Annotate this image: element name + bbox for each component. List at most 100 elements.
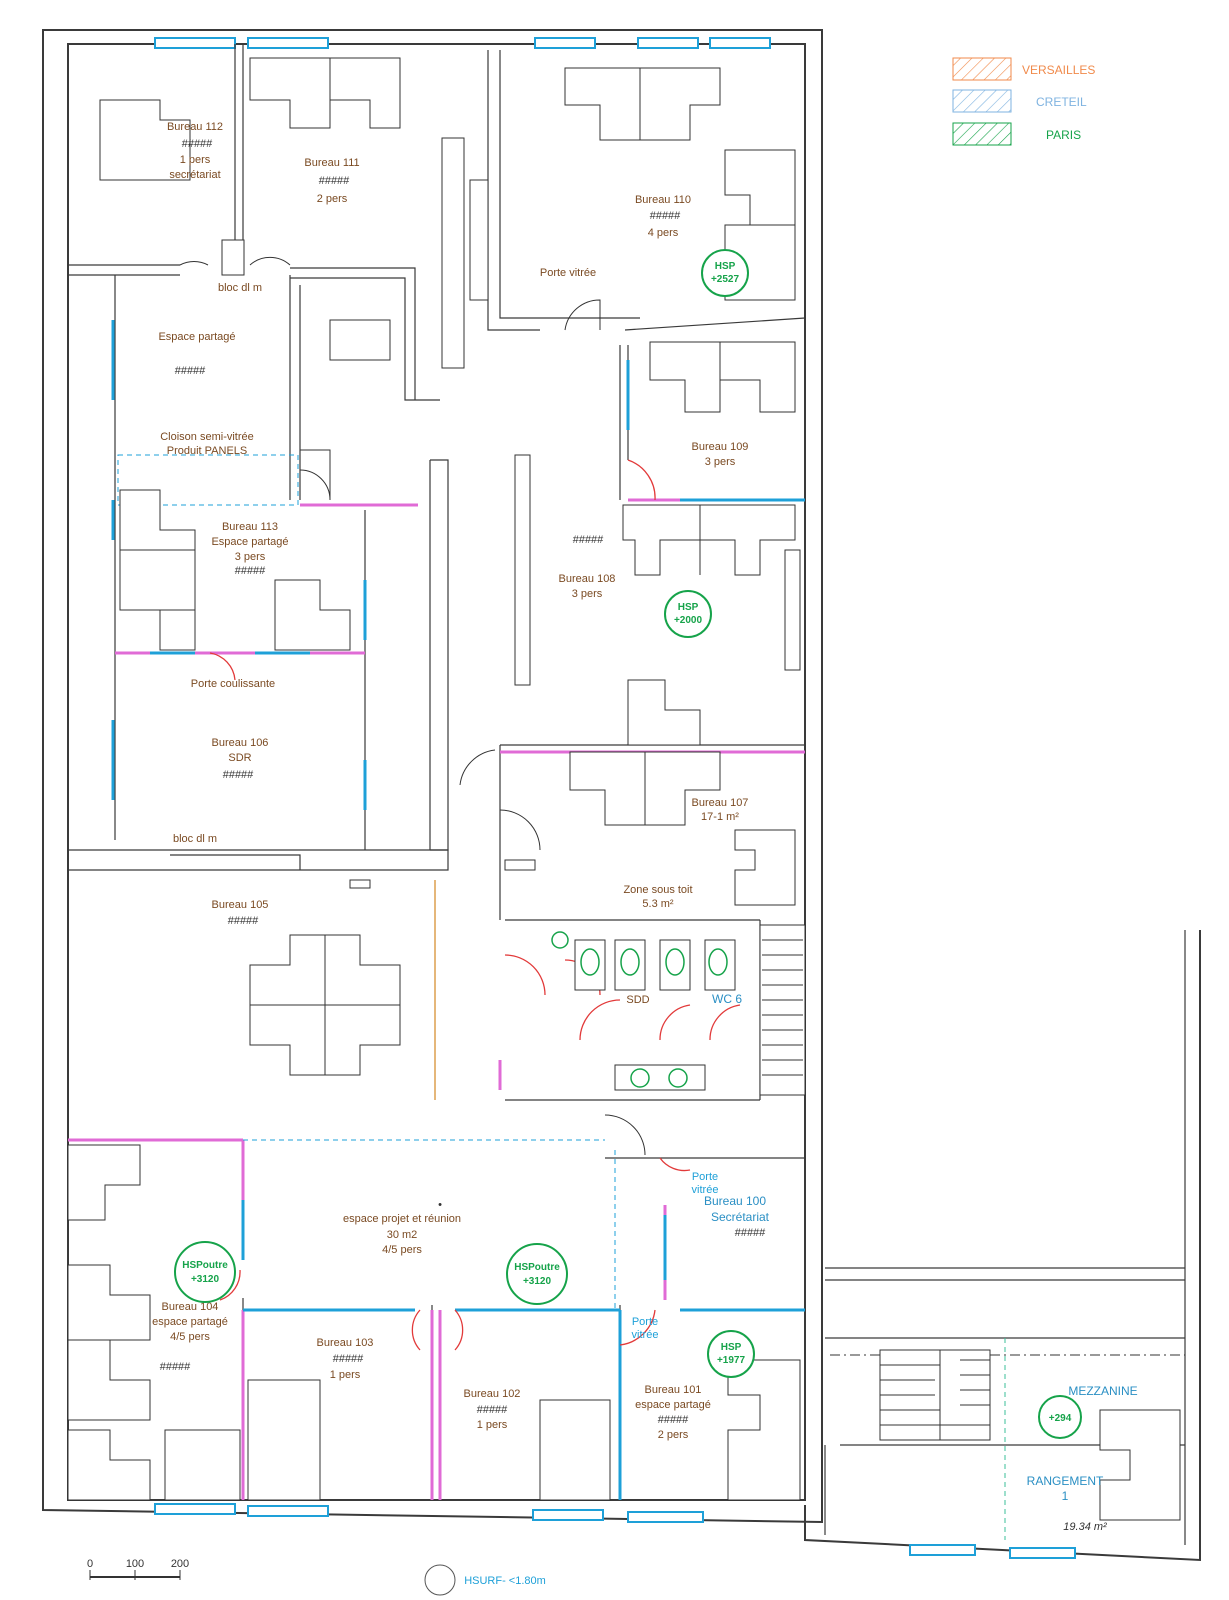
room-code: ##### (319, 175, 350, 187)
door-line-2: vitrée (692, 1184, 719, 1196)
surface-note-text: HSURF- <1.80m (464, 1575, 546, 1587)
staircase (762, 939, 803, 1076)
room-capacity: 2 pers (658, 1429, 689, 1441)
partition-line-1: Cloison semi-vitrée (160, 431, 254, 443)
legend-item-paris: PARIS (952, 122, 1081, 146)
scale-tick: 200 (171, 1558, 189, 1570)
marker: • (438, 1199, 442, 1211)
room-title: Bureau 113 (222, 521, 278, 533)
partition-note: Cloison semi-vitrée Produit PANELS (160, 431, 254, 457)
room-title: Bureau 111 (304, 157, 359, 169)
bloc-label: bloc dl m (218, 282, 262, 294)
hsp-badge: HSP +2527 (701, 249, 749, 297)
legend-label: PARIS (1046, 128, 1081, 142)
room-title: Bureau 100 (704, 1194, 766, 1208)
room-bureau-101: Bureau 101 espace partagé ##### 2 pers (635, 1384, 711, 1441)
hsp-badges: HSP +2527 HSP +2000 HSPoutre +3120 HSPou… (174, 249, 1082, 1439)
door-line-1: Porte (632, 1316, 658, 1328)
room-title: Bureau 107 (692, 797, 749, 809)
room-type: Espace partagé (211, 536, 288, 548)
room-bureau-103: Bureau 103 ##### 1 pers (317, 1337, 374, 1381)
room-title: Bureau 103 (317, 1337, 374, 1349)
room-title: Bureau 104 (162, 1301, 219, 1313)
mezzanine-label: MEZZANINE (1068, 1384, 1137, 1398)
hsp-label: HSP (678, 602, 699, 613)
room-bureau-100: Bureau 100 Secrétariat ##### (704, 1194, 770, 1239)
room-area: 30 m2 (387, 1229, 418, 1241)
zone-sous-toit: Zone sous toit 5.3 m² (623, 884, 692, 910)
room-bureau-109: Bureau 109 3 pers (692, 441, 749, 468)
room-capacity: 4 pers (648, 227, 679, 239)
room-bureau-104: Bureau 104 espace partagé 4/5 pers ##### (152, 1301, 228, 1373)
hsp-value: +2000 (674, 615, 703, 626)
room-bureau-106: Bureau 106 SDR ##### (212, 737, 269, 781)
room-code: ##### (650, 210, 681, 222)
room-title: RANGEMENT (1027, 1474, 1104, 1488)
room-bureau-102: Bureau 102 ##### 1 pers (464, 1388, 521, 1431)
zone-title: Zone sous toit (623, 884, 692, 896)
room-code: ##### (182, 138, 213, 150)
room-capacity: 3 pers (572, 588, 603, 600)
hsp-badge: HSPoutre +3120 (506, 1243, 568, 1305)
surface-note: HSURF- <1.80m (424, 1564, 546, 1596)
hsp-badge: HSP +2000 (664, 590, 712, 638)
hsp-label: HSPoutre (514, 1262, 560, 1273)
room-espace-projet: espace projet et réunion 30 m2 4/5 pers … (343, 1199, 461, 1256)
partitions (68, 320, 1185, 1540)
room-title: Bureau 105 (212, 899, 269, 911)
hsp-label: HSPoutre (182, 1260, 228, 1271)
room-labels: Bureau 112 ##### 1 pers secrétariat Bure… (152, 121, 1138, 1533)
hsp-badge: +294 (1038, 1395, 1082, 1439)
room-code: ##### (228, 915, 259, 927)
hsp-value: +3120 (523, 1276, 552, 1287)
door-label: Porte vitrée (540, 267, 596, 279)
room-bureau-111: Bureau 111 ##### 2 pers (304, 157, 359, 205)
partition-line-2: Produit PANELS (167, 445, 248, 457)
room-rangement: RANGEMENT 1 19.34 m² (1027, 1474, 1107, 1533)
room-title: Bureau 112 (167, 121, 223, 133)
bloc-label: bloc dl m (173, 833, 217, 845)
sdd-label: SDD (626, 994, 649, 1006)
room-title: Bureau 102 (464, 1388, 521, 1400)
door-label-100: Porte vitrée (692, 1171, 719, 1196)
room-area: 19.34 m² (1063, 1521, 1107, 1533)
room-code: ##### (658, 1414, 689, 1426)
room-code: ##### (175, 365, 206, 377)
legend: VERSAILLES CRETEIL PARIS (952, 57, 1095, 146)
sanitary-symbols (551, 931, 728, 1088)
room-capacity: 2 pers (317, 193, 348, 205)
room-area: 17-1 m² (701, 811, 739, 823)
room-title: espace projet et réunion (343, 1213, 461, 1225)
legend-label: VERSAILLES (1022, 63, 1095, 77)
room-bureau-113: Bureau 113 Espace partagé 3 pers ##### (211, 521, 288, 577)
room-title: Espace partagé (158, 331, 235, 343)
room-code: ##### (235, 565, 266, 577)
hsp-value: +2527 (711, 274, 740, 285)
room-type: espace partagé (152, 1316, 228, 1328)
room-title: Bureau 101 (645, 1384, 702, 1396)
room-bureau-108: Bureau 108 3 pers (559, 573, 616, 600)
room-title: Bureau 108 (559, 573, 616, 585)
room-code: ##### (735, 1227, 766, 1239)
room-title: Bureau 106 (212, 737, 269, 749)
hsp-value: +1977 (717, 1355, 746, 1366)
room-espace-partage: Espace partagé ##### (158, 331, 235, 377)
scale-tick: 0 (87, 1558, 93, 1570)
wc-label: WC 6 (712, 992, 742, 1006)
room-code: ##### (573, 534, 604, 546)
room-type: Secrétariat (711, 1210, 770, 1224)
room-bureau-105: Bureau 105 ##### (212, 899, 269, 927)
room-type: SDR (228, 752, 251, 764)
scale-tick: 100 (126, 1558, 144, 1570)
room-capacity: 1 pers (180, 154, 211, 166)
hsp-value: +3120 (191, 1274, 220, 1285)
room-note: secrétariat (169, 169, 220, 181)
room-bureau-112: Bureau 112 ##### 1 pers secrétariat (167, 121, 223, 181)
legend-item-creteil: CRETEIL (952, 89, 1087, 113)
room-title: Bureau 109 (692, 441, 749, 453)
hsp-label: HSP (721, 1342, 742, 1353)
room-capacity: 1 pers (477, 1419, 508, 1431)
door-line-1: Porte (692, 1171, 718, 1183)
room-capacity: 3 pers (705, 456, 736, 468)
